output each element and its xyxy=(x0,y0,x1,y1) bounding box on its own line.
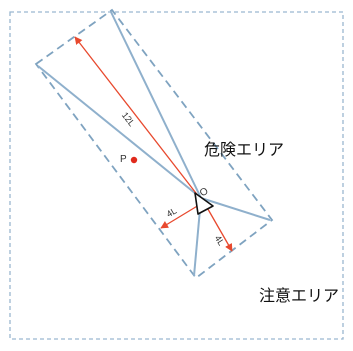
dimension-arrows xyxy=(74,36,233,252)
fan-line-upper-left xyxy=(37,65,202,199)
machine-triangle-marker xyxy=(194,192,214,215)
dimension-4l-left-arrow xyxy=(160,204,200,229)
fan-line-upper-right xyxy=(110,11,202,199)
dimension-4l-right-label: 4L xyxy=(213,234,227,248)
caution-area-frame xyxy=(9,11,344,340)
danger-area-rectangle xyxy=(34,8,274,280)
dimension-12l-arrow xyxy=(74,36,200,198)
point-p-marker xyxy=(130,156,138,164)
dimension-4l-left-label: 4L xyxy=(165,206,179,220)
danger-area-label: 危険エリア xyxy=(204,140,284,159)
fan-line-lower-right xyxy=(200,197,271,221)
point-p-label: P xyxy=(120,154,127,165)
dimension-4l-right-arrow xyxy=(204,203,233,252)
caution-area-label: 注意エリア xyxy=(259,286,339,305)
